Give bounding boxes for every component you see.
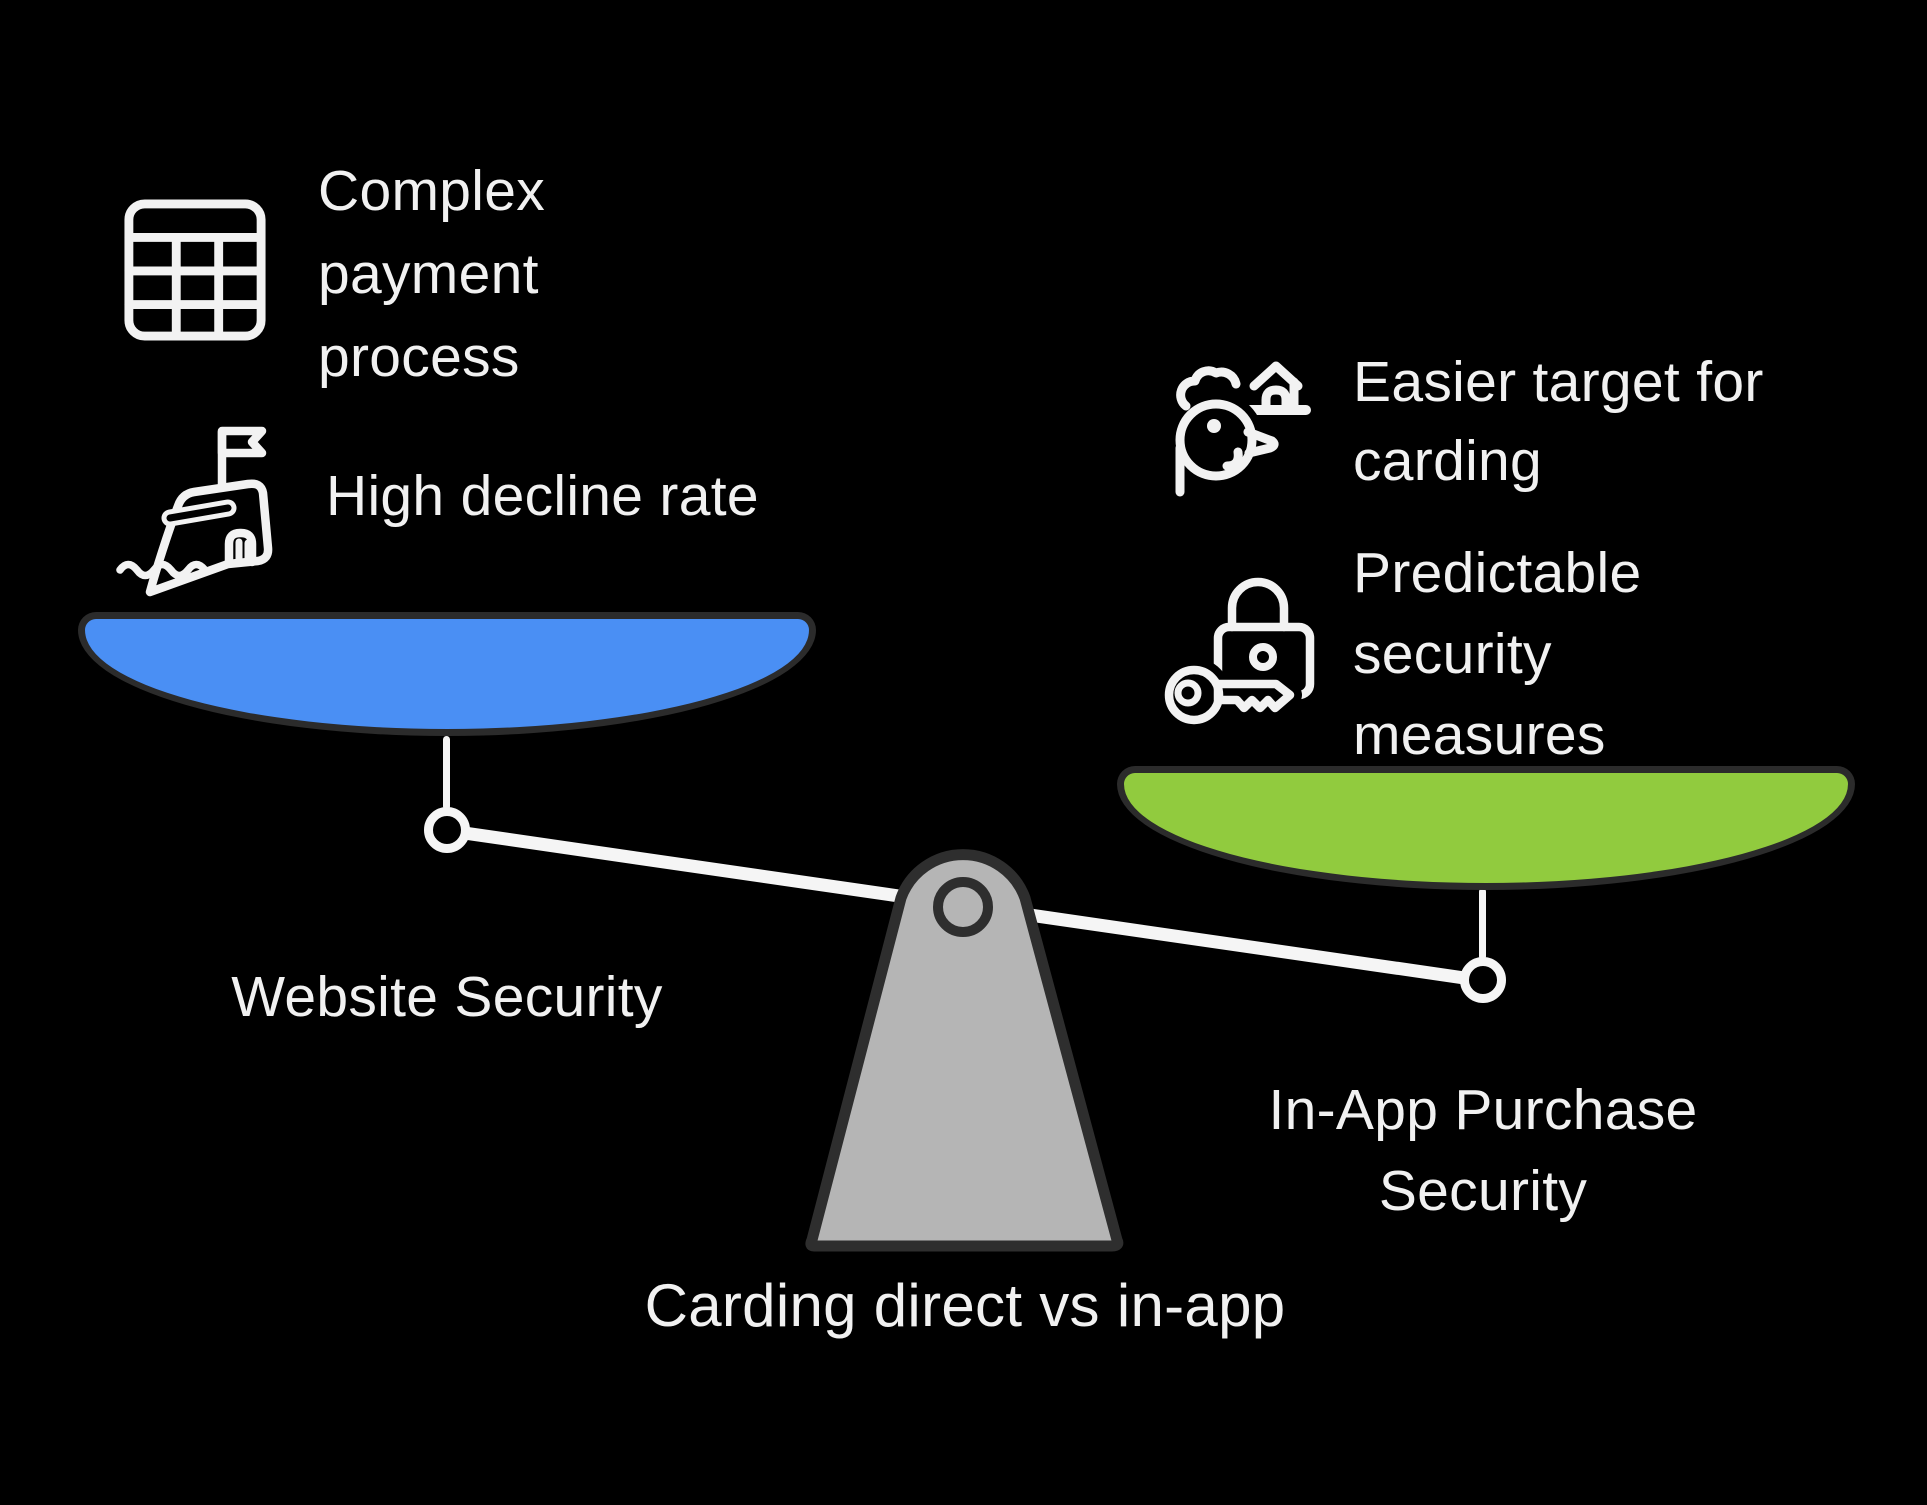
sinking-ship-icon <box>112 420 282 600</box>
rooster-coop-icon <box>1150 340 1320 510</box>
right-pan-string <box>1479 888 1486 960</box>
right-pan-label: In-App Purchase Security <box>1268 1078 1698 1223</box>
left-scale-pan <box>78 612 816 736</box>
diagram-title: Carding direct vs in-app <box>644 1272 1286 1339</box>
left-item-2-label: High decline rate <box>326 464 759 528</box>
fulcrum-pivot-hole <box>933 877 993 937</box>
right-scale-pan <box>1117 766 1855 890</box>
left-pan-string <box>443 736 450 810</box>
lock-and-key-icon <box>1148 572 1318 744</box>
right-item-1-label: Easier target for carding <box>1353 350 1764 493</box>
left-beam-ring <box>424 807 470 853</box>
left-pan-label: Website Security <box>231 965 663 1029</box>
table-icon <box>120 196 270 344</box>
fulcrum <box>790 840 1130 1252</box>
right-beam-ring <box>1460 957 1506 1003</box>
right-item-2-label: Predictable security measures <box>1353 541 1642 767</box>
left-item-1-label: Complex payment process <box>318 159 546 389</box>
